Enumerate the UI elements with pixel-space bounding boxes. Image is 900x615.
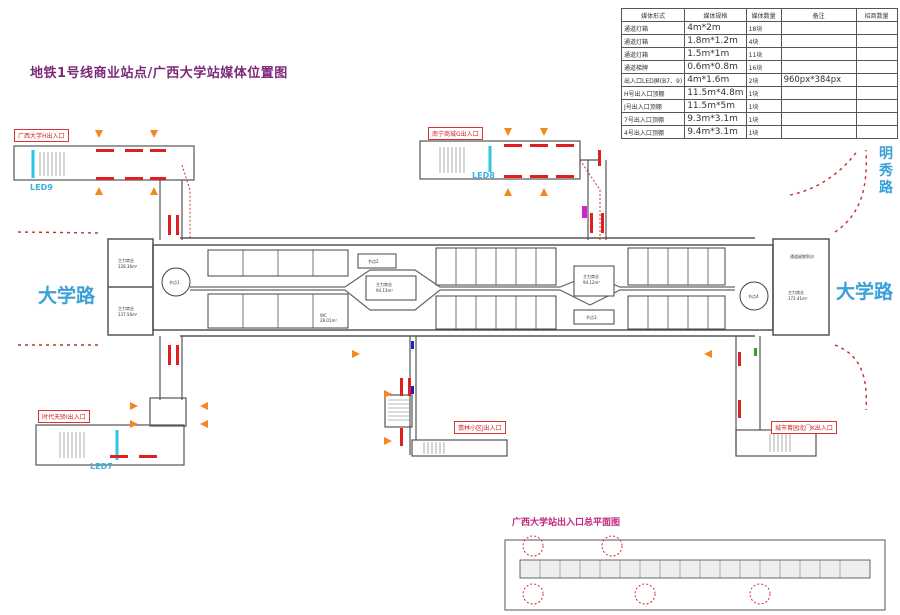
node2-label: 节点2 xyxy=(368,259,379,264)
overview-minimap xyxy=(504,535,886,611)
route-h xyxy=(181,164,191,238)
road-char: 明 xyxy=(879,146,893,162)
node-circles xyxy=(161,267,769,311)
shop-main-far-right: 主力商业 172.41m² xyxy=(788,290,808,301)
shop-wc: WC 28.01m² xyxy=(320,313,337,323)
node1-circle xyxy=(161,267,191,297)
shop-area: 94.12m² xyxy=(583,280,600,285)
shop-area: 94.13m² xyxy=(376,288,393,293)
led9-label: LED9 xyxy=(30,183,53,192)
page-title: 地铁1号线商业站点/广西大学站媒体位置图 xyxy=(30,66,288,81)
overview-title: 广西大学站出入口总平面图 xyxy=(512,518,621,528)
led8-label: LED8 xyxy=(472,171,495,180)
shop-area: 172.41m² xyxy=(788,296,808,301)
route-g xyxy=(579,159,601,240)
node1-label: 节点1 xyxy=(169,280,180,285)
exit-g-label: 南宁商城G出入口 xyxy=(428,127,483,140)
exit-i-label: 时代天骄I出入口 xyxy=(38,410,90,423)
exit-k-label: 城市菁园北门K出入口 xyxy=(771,421,837,434)
shop-dividers xyxy=(242,248,709,329)
table-cell-form: 4号出入口顶棚 xyxy=(620,125,686,139)
pink-markers xyxy=(582,206,587,218)
table-cell-recruit xyxy=(855,125,898,139)
flow-arrows xyxy=(95,128,712,445)
green-markers xyxy=(754,348,757,356)
shop-main-center: 主力商业 94.13m² xyxy=(376,282,393,293)
stair-hatching xyxy=(39,147,791,458)
road-label-vertical: 明 秀 路 xyxy=(878,146,894,197)
exit-j-label: 翡林小区J出入口 xyxy=(454,421,506,434)
shop-name: 主力商业 xyxy=(376,282,392,287)
shop-name: 主力商业 xyxy=(118,258,134,263)
table-cell-spec: 9.4m*3.1m xyxy=(684,125,747,139)
shop-area: 137.56m² xyxy=(118,312,138,317)
shop-central-right xyxy=(573,265,615,297)
shop-main-left-bottom: 主力商业 137.56m² xyxy=(118,306,138,317)
node4-circle xyxy=(739,281,769,311)
shop-name: WC xyxy=(320,313,327,318)
road-label-right: 大学路 xyxy=(836,281,894,303)
road-label-left: 大学路 xyxy=(38,285,96,307)
table-header-row: 媒体形式 媒体规格 媒体数量 备注 招商数量 xyxy=(620,8,898,22)
shop-row-top-right xyxy=(627,247,726,286)
shop-name: 主力商业 xyxy=(788,290,804,295)
shop-area: 128.36m² xyxy=(118,264,138,269)
shop-area: 28.01m² xyxy=(320,318,337,323)
shop-central xyxy=(365,275,417,301)
shop-blocks xyxy=(207,247,726,330)
shop-main-right: 主力商业 94.12m² xyxy=(583,274,600,285)
node3-box xyxy=(573,309,615,325)
node4-label: 节点4 xyxy=(748,294,759,299)
media-boards xyxy=(96,144,741,458)
shop-row-bottom-right xyxy=(627,295,726,330)
shop-main-left-top: 主力商业 128.36m² xyxy=(118,258,138,269)
shop-name: 主力商业 xyxy=(118,306,134,311)
road-char: 路 xyxy=(879,180,893,196)
road-char: 秀 xyxy=(879,163,893,179)
shop-name: 主力商业 xyxy=(583,274,599,279)
concourse-walls xyxy=(107,237,830,337)
tunnel-label: 通道留物到访 xyxy=(790,254,814,259)
led7-label: LED7 xyxy=(90,462,113,471)
node2-box xyxy=(357,253,397,269)
node3-label: 节点3 xyxy=(586,315,597,320)
blue-markers xyxy=(411,341,414,394)
road-boundary-lines xyxy=(17,149,867,411)
exit-h-label: 广西大学H出入口 xyxy=(14,129,69,142)
